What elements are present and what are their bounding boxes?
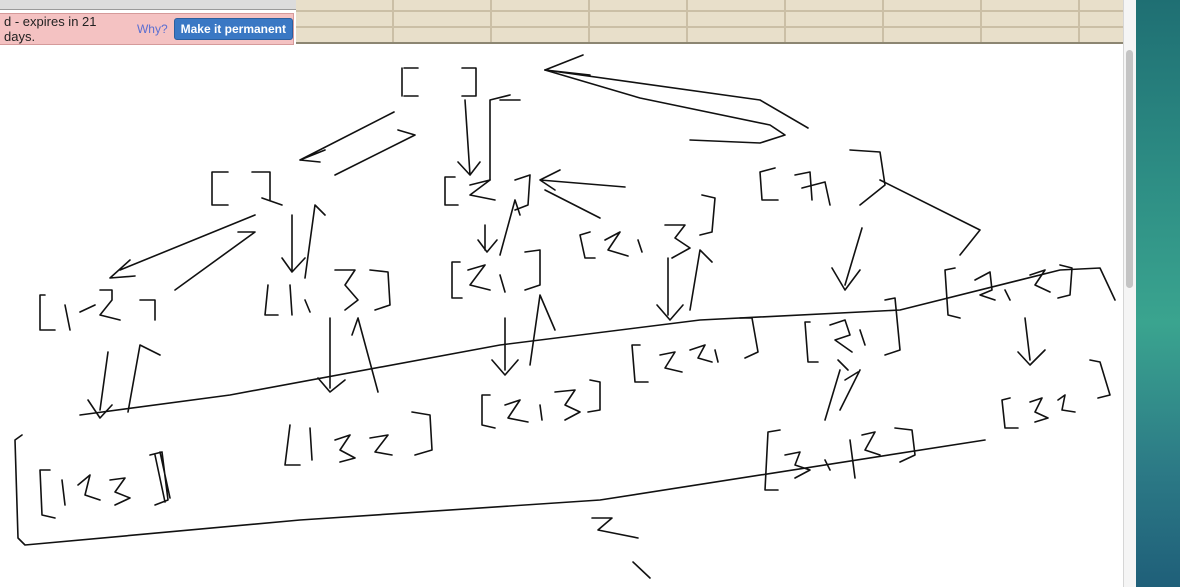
why-link[interactable]: Why? — [136, 22, 168, 36]
desktop-wallpaper — [1136, 0, 1180, 587]
node-root — [401, 67, 477, 97]
whiteboard-drawing — [14, 54, 1116, 579]
make-permanent-button[interactable]: Make it permanent — [173, 18, 293, 40]
expiry-notice: d - expires in 21 days. Why? Make it per… — [0, 13, 294, 45]
brick-header-background — [296, 0, 1123, 44]
notice-text: d - expires in 21 days. — [4, 14, 97, 44]
whiteboard-canvas[interactable] — [0, 46, 1123, 587]
scrollbar-thumb[interactable] — [1126, 50, 1133, 288]
